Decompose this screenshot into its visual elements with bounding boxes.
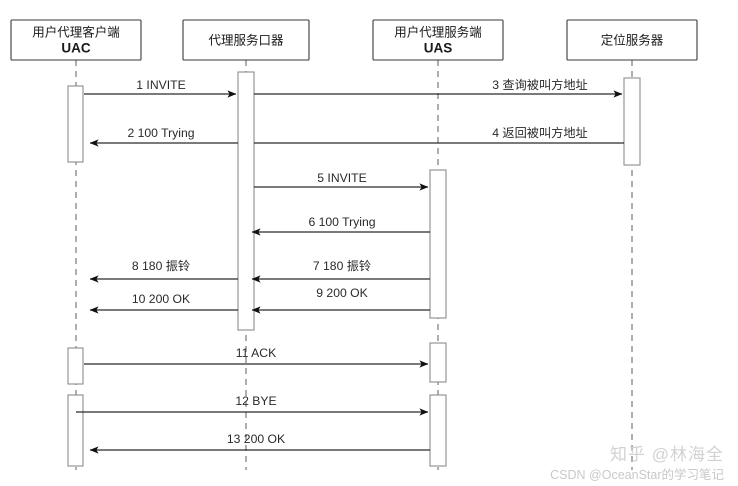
- watermark-csdn: CSDN @OceanStar的学习笔记: [550, 468, 724, 482]
- message-4-label: 4 返回被叫方地址: [492, 125, 587, 140]
- message-10-200-ok[interactable]: 10 200 OK: [89, 292, 238, 314]
- actor-uas-line2: UAS: [424, 41, 453, 56]
- message-5-invite[interactable]: 5 INVITE: [254, 171, 429, 191]
- message-2-100-trying[interactable]: 2 100 Trying: [89, 126, 238, 147]
- message-5-label: 5 INVITE: [317, 171, 366, 185]
- message-1-label: 1 INVITE: [136, 78, 185, 92]
- activation-bars: [67, 71, 641, 467]
- activation-uas-1: [429, 169, 447, 319]
- message-12-label: 12 BYE: [235, 394, 276, 408]
- message-2-label: 2 100 Trying: [127, 126, 194, 140]
- actor-proxy-line1: 代理服务口器: [208, 32, 284, 47]
- actor-uac-line2: UAC: [61, 41, 90, 56]
- message-10-label: 10 200 OK: [132, 292, 190, 306]
- actor-header-uac[interactable]: 用户代理客户端 UAC: [10, 19, 142, 61]
- message-4-return-callee-address[interactable]: 4 返回被叫方地址: [254, 125, 624, 144]
- activation-uas-2: [429, 342, 447, 383]
- activation-location-1: [623, 77, 641, 166]
- message-7-180-ringing[interactable]: 7 180 振铃: [251, 258, 430, 283]
- message-7-label: 7 180 振铃: [313, 258, 371, 273]
- actor-uas-line1: 用户代理服务端: [394, 24, 482, 39]
- actor-uac-line1: 用户代理客户端: [32, 24, 120, 39]
- message-6-label: 6 100 Trying: [308, 215, 375, 229]
- activation-uac-1: [67, 85, 84, 163]
- message-8-180-ringing[interactable]: 8 180 振铃: [89, 258, 238, 283]
- message-1-invite[interactable]: 1 INVITE: [84, 78, 237, 98]
- message-12-bye[interactable]: 12 BYE: [76, 394, 429, 416]
- actor-header-location[interactable]: 定位服务器: [566, 19, 698, 61]
- activation-uac-3: [67, 394, 84, 467]
- message-13-200-ok[interactable]: 13 200 OK: [89, 432, 430, 454]
- actor-header-proxy[interactable]: 代理服务口器: [182, 19, 310, 61]
- message-11-ack[interactable]: 11 ACK: [84, 346, 429, 368]
- activation-proxy-1: [237, 71, 255, 331]
- message-11-label: 11 ACK: [236, 346, 276, 360]
- actor-location-line1: 定位服务器: [601, 32, 664, 47]
- message-9-200-ok[interactable]: 9 200 OK: [251, 286, 430, 314]
- message-3-label: 3 查询被叫方地址: [492, 77, 587, 92]
- message-13-label: 13 200 OK: [227, 432, 285, 446]
- activation-uac-2: [67, 347, 84, 385]
- message-8-label: 8 180 振铃: [132, 258, 190, 273]
- message-9-label: 9 200 OK: [316, 286, 368, 300]
- message-3-query-callee-address[interactable]: 3 查询被叫方地址: [254, 77, 623, 98]
- actor-header-uas[interactable]: 用户代理服务端 UAS: [372, 19, 504, 61]
- activation-uas-3: [429, 394, 447, 467]
- message-6-100-trying[interactable]: 6 100 Trying: [251, 215, 430, 236]
- watermark-zhihu: 知乎 @林海全: [610, 445, 724, 464]
